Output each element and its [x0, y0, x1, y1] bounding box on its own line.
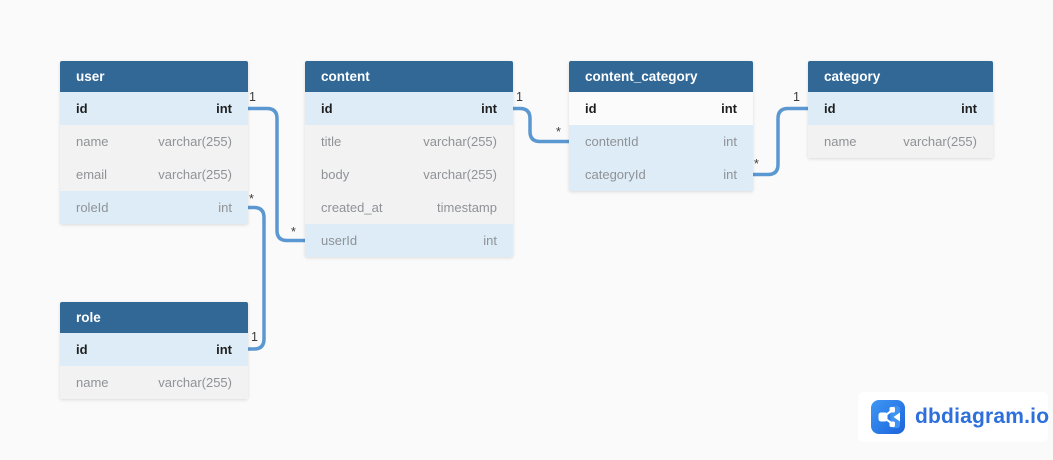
- field-name: title: [321, 134, 342, 149]
- field-type: int: [216, 101, 232, 116]
- field-name: created_at: [321, 200, 383, 215]
- logo-text: dbdiagram.io: [915, 405, 1050, 428]
- field-name: name: [76, 375, 109, 390]
- field-row-user-id[interactable]: id int: [60, 92, 248, 125]
- dbdiagram-logo[interactable]: dbdiagram.io: [858, 392, 1050, 442]
- field-row-contentcategory-categoryid[interactable]: categoryId int: [569, 158, 753, 191]
- field-type: varchar(255): [903, 134, 977, 149]
- field-type: varchar(255): [158, 375, 232, 390]
- table-title: role: [76, 310, 101, 325]
- field-type: int: [483, 233, 497, 248]
- field-type: int: [961, 101, 977, 116]
- field-row-content-userid[interactable]: userId int: [305, 224, 513, 257]
- field-type: varchar(255): [158, 167, 232, 182]
- field-row-content-body[interactable]: body varchar(255): [305, 158, 513, 191]
- field-type: int: [721, 101, 737, 116]
- field-name: body: [321, 167, 350, 182]
- share-icon: [871, 400, 905, 434]
- field-row-contentcategory-id[interactable]: id int: [569, 92, 753, 125]
- field-name: id: [585, 101, 597, 116]
- relationship-content-contentcategory[interactable]: [513, 106, 569, 144]
- table-content[interactable]: content id int title varchar(255) body v…: [305, 61, 513, 257]
- field-type: varchar(255): [158, 134, 232, 149]
- relationship-user-content[interactable]: [248, 106, 305, 243]
- field-name: name: [824, 134, 857, 149]
- table-title: content: [321, 69, 370, 84]
- field-row-user-roleid[interactable]: roleId int: [60, 191, 248, 224]
- field-type: int: [481, 101, 497, 116]
- table-title: content_category: [585, 69, 698, 84]
- field-name: userId: [321, 233, 358, 248]
- field-name: id: [824, 101, 836, 116]
- field-name: id: [76, 342, 88, 357]
- table-category-header[interactable]: category: [808, 61, 993, 92]
- field-type: int: [723, 167, 737, 182]
- field-type: int: [723, 134, 737, 149]
- field-row-category-name[interactable]: name varchar(255): [808, 125, 993, 158]
- relationship-contentcategory-category[interactable]: [753, 106, 808, 177]
- field-row-content-id[interactable]: id int: [305, 92, 513, 125]
- field-name: categoryId: [585, 167, 646, 182]
- table-user[interactable]: user id int name varchar(255) email varc…: [60, 61, 248, 224]
- table-title: user: [76, 69, 105, 84]
- field-type: int: [216, 342, 232, 357]
- table-category[interactable]: category id int name varchar(255): [808, 61, 993, 158]
- field-row-contentcategory-contentid[interactable]: contentId int: [569, 125, 753, 158]
- table-content-category-header[interactable]: content_category: [569, 61, 753, 92]
- table-content-header[interactable]: content: [305, 61, 513, 92]
- field-name: id: [76, 101, 88, 116]
- field-type: int: [218, 200, 232, 215]
- field-type: varchar(255): [423, 134, 497, 149]
- field-row-role-id[interactable]: id int: [60, 333, 248, 366]
- field-row-content-title[interactable]: title varchar(255): [305, 125, 513, 158]
- field-name: name: [76, 134, 109, 149]
- field-row-role-name[interactable]: name varchar(255): [60, 366, 248, 399]
- relationship-user-role[interactable]: [248, 205, 266, 351]
- field-name: contentId: [585, 134, 639, 149]
- field-name: id: [321, 101, 333, 116]
- field-type: timestamp: [437, 200, 497, 215]
- table-title: category: [824, 69, 881, 84]
- field-row-user-email[interactable]: email varchar(255): [60, 158, 248, 191]
- field-row-user-name[interactable]: name varchar(255): [60, 125, 248, 158]
- table-content-category[interactable]: content_category id int contentId int ca…: [569, 61, 753, 191]
- field-type: varchar(255): [423, 167, 497, 182]
- field-name: roleId: [76, 200, 109, 215]
- field-row-category-id[interactable]: id int: [808, 92, 993, 125]
- field-name: email: [76, 167, 108, 182]
- table-role-header[interactable]: role: [60, 302, 248, 333]
- table-user-header[interactable]: user: [60, 61, 248, 92]
- field-row-content-createdat[interactable]: created_at timestamp: [305, 191, 513, 224]
- table-role[interactable]: role id int name varchar(255): [60, 302, 248, 399]
